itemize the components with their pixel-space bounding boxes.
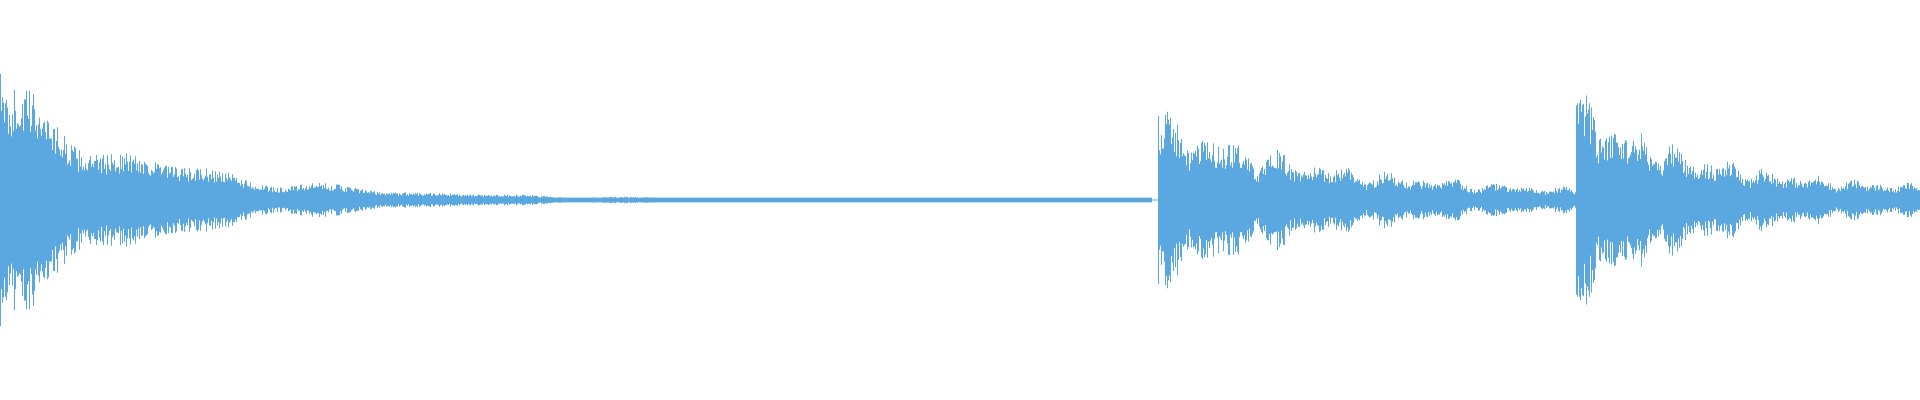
waveform-path-segment-3 [1576, 95, 1920, 305]
waveform-path-segment-2 [1158, 111, 1576, 289]
waveform-segment-3 [1576, 95, 1920, 305]
waveform-segment-1 [0, 74, 1152, 326]
waveform-path-segment-1 [0, 74, 1152, 326]
waveform-segment-2 [1158, 111, 1576, 289]
